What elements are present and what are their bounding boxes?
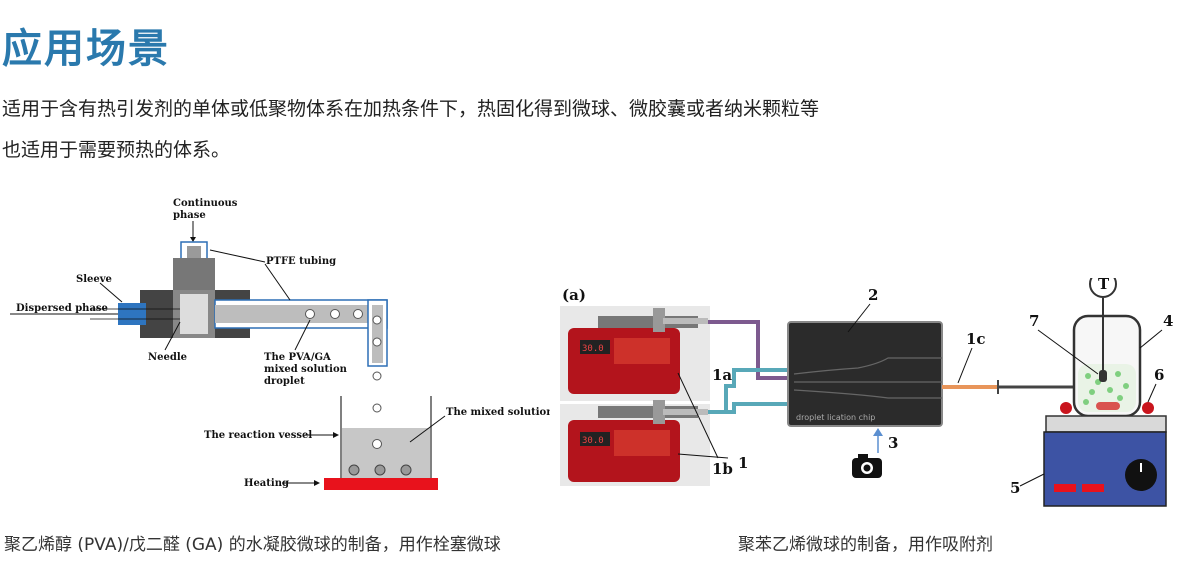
svg-text:1c: 1c <box>966 330 986 348</box>
svg-text:1: 1 <box>738 454 748 472</box>
svg-text:1b: 1b <box>712 460 733 478</box>
svg-text:4: 4 <box>1163 312 1173 330</box>
syringe-pump-1: 30.0 <box>560 306 710 401</box>
svg-text:30.0: 30.0 <box>582 436 604 446</box>
microfluidic-diagram: Continuous phase Sleeve Dispersed phase … <box>10 190 550 500</box>
label-continuous-phase: phase <box>173 210 206 221</box>
caption-right: 聚苯乙烯微球的制备，用作吸附剂 <box>738 535 993 555</box>
label-mixed-solution: The mixed solution <box>446 407 550 418</box>
label-needle: Needle <box>148 352 187 363</box>
description-line-1: 适用于含有热引发剂的单体或低聚物体系在加热条件下，热固化得到微球、微胶囊或者纳米… <box>2 98 820 120</box>
label-a: (a) <box>562 286 586 304</box>
svg-text:7: 7 <box>1029 312 1039 330</box>
svg-text:5: 5 <box>1010 479 1020 497</box>
svg-text:droplet lication chip: droplet lication chip <box>796 413 875 422</box>
description-line-2: 也适用于需要预热的体系。 <box>2 139 231 161</box>
label-droplet-3: droplet <box>264 376 305 387</box>
svg-text:2: 2 <box>868 286 878 304</box>
page-title: 应用场景 <box>2 26 170 72</box>
svg-text:30.0: 30.0 <box>582 344 604 354</box>
label-droplet-1: The PVA/GA <box>264 352 331 363</box>
syringe-pump-2: 30.0 <box>560 400 710 486</box>
svg-text:6: 6 <box>1154 366 1164 384</box>
label-droplet-2: mixed solution <box>264 364 348 375</box>
label-heating: Heating <box>244 478 289 489</box>
polystyrene-setup-diagram: (a) 30.0 30.0 droplet lication chip <box>558 278 1188 510</box>
svg-text:1a: 1a <box>712 366 732 384</box>
caption-left: 聚乙烯醇 (PVA)/戊二醛 (GA) 的水凝胶微球的制备，用作栓塞微球 <box>4 535 501 555</box>
label-reaction-vessel: The reaction vessel <box>204 430 312 441</box>
label-continuous: Continuous <box>173 198 238 209</box>
camera-icon <box>852 428 883 478</box>
label-sleeve: Sleeve <box>76 274 112 285</box>
label-ptfe-tubing: PTFE tubing <box>266 256 336 267</box>
svg-text:3: 3 <box>888 434 898 452</box>
svg-text:T: T <box>1098 278 1110 293</box>
label-dispersed-phase: Dispersed phase <box>16 303 108 314</box>
